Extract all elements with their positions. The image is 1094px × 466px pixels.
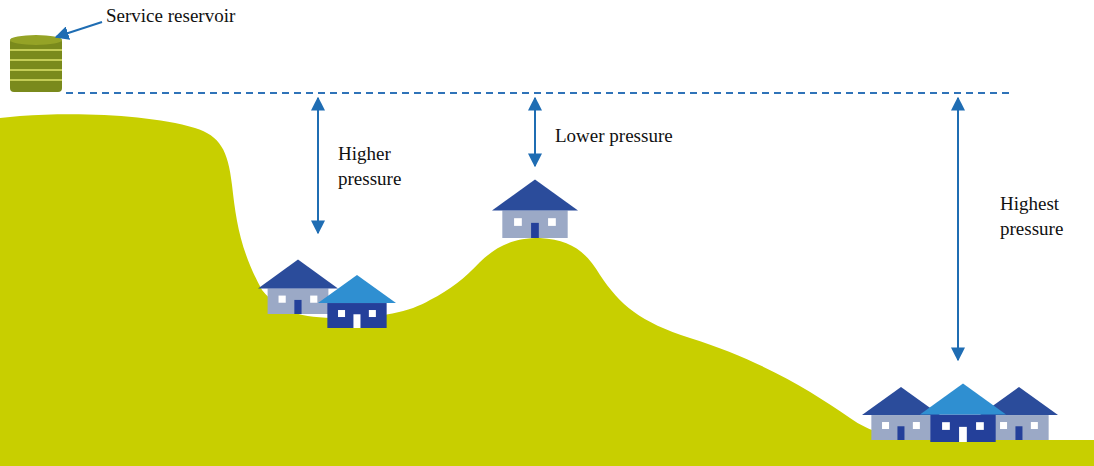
house-body [268,288,329,314]
house-door [531,223,539,238]
house-window [514,218,522,226]
house-window [913,422,920,429]
pressure-label: Highest pressure [1000,192,1090,241]
leader-line [56,22,102,37]
house-body [989,415,1048,440]
house-window [310,296,317,303]
house-door [959,427,967,442]
house-window [1000,422,1007,429]
house-body [930,414,995,442]
house-window [942,422,950,430]
pressure-arrow [534,98,536,166]
pressure-arrow [317,98,319,233]
terrain [0,114,1094,466]
house-body [502,210,567,238]
house-roof [318,275,396,303]
house-body [871,415,930,440]
house-roof [920,384,1006,415]
house-window [279,296,286,303]
house-door [353,314,360,328]
pressure-label: Higher pressure [338,142,428,191]
service-reservoir [10,35,62,92]
house-door [897,426,904,440]
house-door [294,300,301,314]
houses [258,180,1058,442]
pressure-label: Lower pressure [555,124,673,149]
house-window [369,310,376,317]
house-window [882,422,889,429]
house-window [976,422,984,430]
house-window [548,218,556,226]
house-window [1031,422,1038,429]
reservoir-label: Service reservoir [106,4,235,29]
house-body [327,303,386,328]
water-level-line [66,92,1012,94]
house-window [338,310,345,317]
pressure-arrow [957,98,959,360]
house-roof [258,260,338,289]
house-roof [492,180,578,211]
house-door [1015,426,1022,440]
